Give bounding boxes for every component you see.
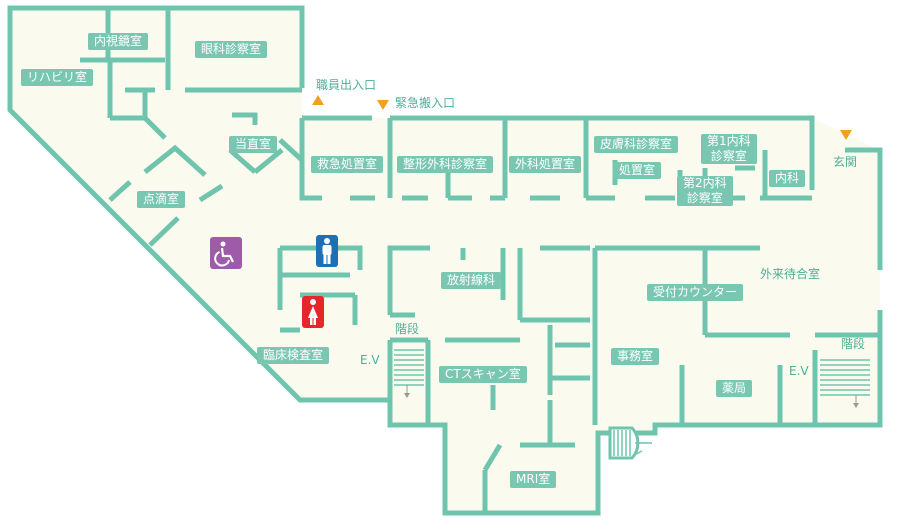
room-endoscopy[interactable]: 内視鏡室 <box>88 33 149 50</box>
area-elevator-left[interactable]: E.V <box>360 353 380 367</box>
room-night-duty[interactable]: 当直室 <box>229 136 278 153</box>
area-elevator-right[interactable]: E.V <box>789 364 809 378</box>
room-mri[interactable]: MRI室 <box>510 471 557 488</box>
emergency-entrance-marker-icon <box>377 100 389 110</box>
room-infusion[interactable]: 点滴室 <box>137 191 186 208</box>
room-dermatology[interactable]: 皮膚科診察室 <box>594 136 679 153</box>
room-ophthalmology[interactable]: 眼科診察室 <box>195 41 268 58</box>
room-orthopedics[interactable]: 整形外科診察室 <box>397 156 494 173</box>
room-reception[interactable]: 受付カウンター <box>647 284 744 301</box>
room-pharmacy[interactable]: 薬局 <box>716 380 753 397</box>
area-stairs-right[interactable]: 階段 <box>841 337 866 351</box>
room-rehabilitation[interactable]: リハビリ室 <box>21 69 94 86</box>
main-entrance-marker-icon <box>840 130 852 140</box>
staff-entrance-marker-icon <box>312 95 324 105</box>
room-ct[interactable]: CTスキャン室 <box>439 366 527 383</box>
staff-entrance-label[interactable]: 職員出入口 <box>316 78 377 92</box>
outer-wall-right <box>845 147 883 270</box>
room-internal-medicine-2[interactable]: 第2内科 診察室 <box>677 176 733 206</box>
stairs-right-icon <box>820 359 870 408</box>
room-internal-medicine[interactable]: 内科 <box>769 170 806 187</box>
area-outpatient-waiting[interactable]: 外来待合室 <box>760 267 821 281</box>
room-treatment[interactable]: 処置室 <box>613 162 662 179</box>
room-emergency-treatment[interactable]: 救急処置室 <box>311 156 384 173</box>
room-office[interactable]: 事務室 <box>611 348 660 365</box>
male-restroom-icon[interactable] <box>316 235 338 267</box>
female-restroom-icon[interactable] <box>302 296 324 328</box>
room-lab[interactable]: 臨床検査室 <box>257 347 330 364</box>
emergency-entrance-label[interactable]: 緊急搬入口 <box>395 96 456 110</box>
outer-wall <box>7 5 883 516</box>
stairs-left-icon <box>394 349 424 398</box>
room-internal-medicine-1[interactable]: 第1内科 診察室 <box>701 134 757 164</box>
outer-wall-top <box>390 115 815 150</box>
wheelchair-icon[interactable] <box>210 237 242 269</box>
spiral-stairs-icon <box>608 426 652 460</box>
area-stairs-left[interactable]: 階段 <box>395 322 420 336</box>
room-surgery-treatment[interactable]: 外科処置室 <box>509 156 582 173</box>
room-radiology[interactable]: 放射線科 <box>441 272 502 289</box>
area-entrance[interactable]: 玄関 <box>833 155 858 169</box>
floor-area <box>10 8 880 513</box>
